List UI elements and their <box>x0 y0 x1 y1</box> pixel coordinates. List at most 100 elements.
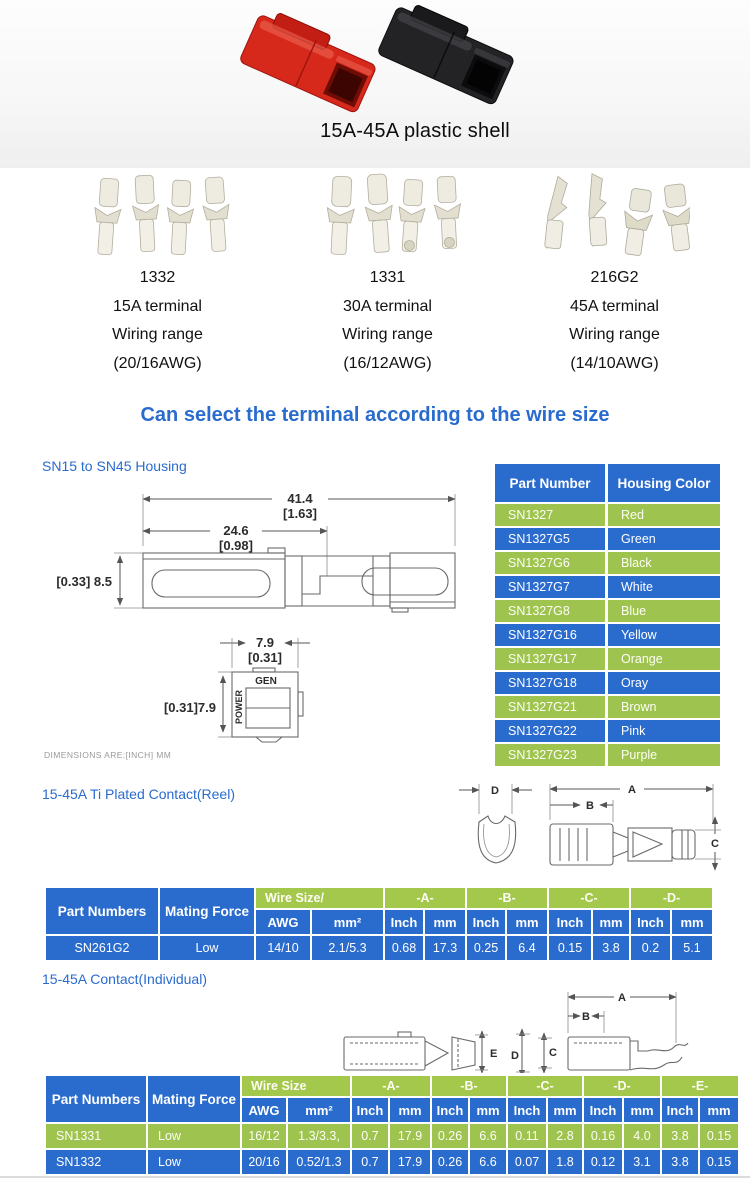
color-cell: Pink <box>608 720 720 742</box>
color-cell: Black <box>608 552 720 574</box>
terminal-range: (20/16AWG) <box>113 354 202 372</box>
value-cell: 6.4 <box>507 936 547 960</box>
col-header-part-numbers: Part Numbers <box>46 888 158 934</box>
col-header-mating-force: Mating Force <box>148 1076 240 1122</box>
col-header-mm: mm <box>470 1098 506 1122</box>
terminal-rating: 15A terminal <box>113 297 202 315</box>
col-header-mm: mm <box>700 1098 738 1122</box>
value-cell: 0.07 <box>508 1150 546 1174</box>
value-cell: 2.1/5.3 <box>312 936 383 960</box>
col-header-mm: mm <box>548 1098 582 1122</box>
col-header-mm: mm <box>390 1098 430 1122</box>
value-cell: 0.15 <box>700 1124 738 1148</box>
col-header-awg: AWG <box>256 910 310 934</box>
col-header-mm: mm <box>593 910 629 934</box>
color-cell: Brown <box>608 696 720 718</box>
value-cell: 0.7 <box>352 1124 388 1148</box>
dim-width-inch: [0.31] <box>248 650 282 665</box>
col-header-mating-force: Mating Force <box>160 888 254 934</box>
value-cell: 1.8 <box>548 1150 582 1174</box>
mating-force-cell: Low <box>148 1124 240 1148</box>
value-cell: 0.12 <box>584 1150 622 1174</box>
col-header-inch: Inch <box>508 1098 546 1122</box>
group-header-a: -A- <box>352 1076 430 1096</box>
value-cell: 2.8 <box>548 1124 582 1148</box>
dimensions-note: DIMENSIONS ARE:[INCH] MM <box>44 750 172 760</box>
group-header-d: -D- <box>584 1076 660 1096</box>
col-header-awg: AWG <box>242 1098 286 1122</box>
value-cell: 3.1 <box>624 1150 660 1174</box>
color-cell: Green <box>608 528 720 550</box>
terminal-range-label: Wiring range <box>112 326 203 343</box>
value-cell: 16/12 <box>242 1124 286 1148</box>
terminal-range: (14/10AWG) <box>570 354 659 372</box>
part-number-cell: SN1331 <box>46 1124 146 1148</box>
dim-half-inch: [0.98] <box>219 538 253 553</box>
value-cell: 0.26 <box>432 1124 468 1148</box>
value-cell: 0.26 <box>432 1150 468 1174</box>
part-number-cell: SN1332 <box>46 1150 146 1174</box>
part-number-cell: SN1327 <box>495 504 605 526</box>
bottom-divider <box>0 1176 750 1178</box>
part-number-cell: SN1327G6 <box>495 552 605 574</box>
col-header-mm: mm <box>425 910 465 934</box>
col-header-inch: Inch <box>432 1098 468 1122</box>
value-cell: 3.8 <box>593 936 629 960</box>
value-cell: 3.8 <box>662 1124 698 1148</box>
color-cell: Red <box>608 504 720 526</box>
red-connector-image <box>240 13 376 113</box>
housing-section-title: SN15 to SN45 Housing <box>42 458 187 474</box>
dim-label-d: D <box>511 1050 519 1062</box>
part-number-cell: SN1327G7 <box>495 576 605 598</box>
terminal-photo-216g2 <box>517 172 712 260</box>
table-row: SN1332 Low 20/16 0.52/1.3 0.7 17.9 0.26 … <box>46 1150 738 1174</box>
value-cell: 0.16 <box>584 1124 622 1148</box>
table-row: SN261G2 Low 14/10 2.1/5.3 0.68 17.3 0.25… <box>46 936 712 960</box>
group-header-wire-size: Wire Size <box>242 1076 350 1096</box>
value-cell: 6.6 <box>470 1150 506 1174</box>
terminal-rating: 30A terminal <box>343 297 432 315</box>
terminal-col-216g2: 216G2 45A terminal Wiring range (14/10AW… <box>517 172 712 378</box>
value-cell: 0.2 <box>631 936 670 960</box>
terminal-photo-1331 <box>290 172 485 260</box>
table-header-row-units: AWG mm² Inch mm Inch mm Inch mm Inch mm <box>46 910 712 934</box>
individual-section-title: 15-45A Contact(Individual) <box>42 971 207 987</box>
table-header-row-units: AWG mm² Inch mm Inch mm Inch mm Inch mm … <box>46 1098 738 1122</box>
col-header-mm: mm <box>507 910 547 934</box>
value-cell: 1.3/3.3, <box>288 1124 350 1148</box>
dim-label-a: A <box>628 784 636 796</box>
page-heading: Can select the terminal according to the… <box>140 404 610 426</box>
color-cell: Oray <box>608 672 720 694</box>
dim-height: [0.33] 8.5 <box>56 574 112 589</box>
dim-half: 24.6 <box>223 523 248 538</box>
dim-label-d: D <box>491 785 499 797</box>
black-connector-image <box>378 5 514 105</box>
value-cell: 20/16 <box>242 1150 286 1174</box>
dim-label-b: B <box>582 1011 590 1023</box>
value-cell: 0.15 <box>700 1150 738 1174</box>
terminal-range-label: Wiring range <box>569 326 660 343</box>
reel-spec-table: Part Numbers Mating Force Wire Size/ -A-… <box>44 886 714 962</box>
value-cell: 0.25 <box>467 936 505 960</box>
dim-label-b: B <box>586 800 594 812</box>
col-header-inch: Inch <box>662 1098 698 1122</box>
value-cell: 0.15 <box>549 936 591 960</box>
color-cell: Blue <box>608 600 720 622</box>
value-cell: 4.0 <box>624 1124 660 1148</box>
col-header-inch: Inch <box>352 1098 388 1122</box>
terminal-range-label: Wiring range <box>342 326 433 343</box>
dim-label-e: E <box>490 1048 497 1060</box>
gen-label: GEN <box>255 676 277 687</box>
group-header-b: -B- <box>432 1076 506 1096</box>
individual-spec-table: Part Numbers Mating Force Wire Size -A- … <box>44 1074 740 1176</box>
value-cell: 5.1 <box>672 936 712 960</box>
part-number-cell: SN1327G5 <box>495 528 605 550</box>
col-header-inch: Inch <box>385 910 423 934</box>
product-photo-section: 15A-45A plastic shell <box>0 0 750 168</box>
part-number-cell: SN1327G18 <box>495 672 605 694</box>
